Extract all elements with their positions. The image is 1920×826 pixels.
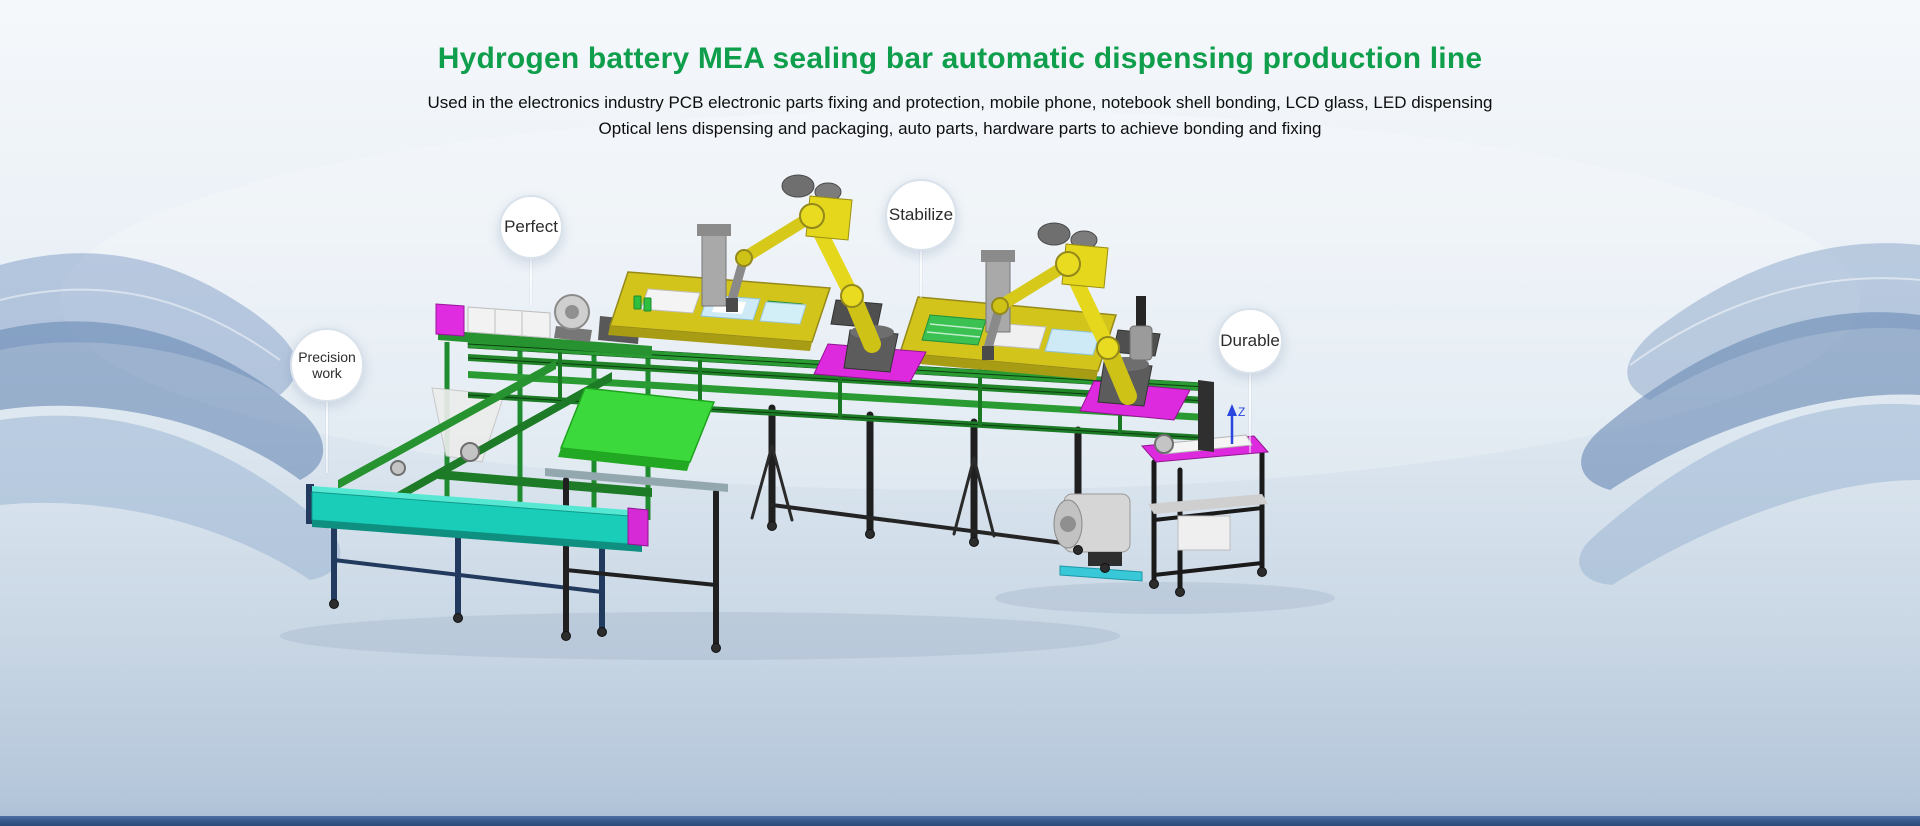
dispense-tool [726, 298, 738, 312]
callout-badge: Stabilize [885, 179, 957, 251]
main-line-legs [750, 404, 1082, 552]
roller [1154, 434, 1174, 454]
roller [460, 442, 480, 462]
roller [390, 460, 406, 476]
line-end [1154, 380, 1214, 454]
callout-line [326, 401, 328, 473]
page-title: Hydrogen battery MEA sealing bar automat… [437, 42, 1483, 75]
dispenser-towers [697, 224, 1015, 333]
subtitle: Used in the electronics industry PCB ele… [0, 90, 1920, 142]
dispense-tool [982, 346, 994, 360]
z-axis-label: Z [1238, 405, 1245, 419]
bottom-accent-bar [0, 816, 1920, 826]
callout-badge: Precision work [290, 328, 364, 402]
ground-shadow [280, 612, 1120, 660]
callout-line [530, 258, 532, 306]
callout-label: Precision work [298, 348, 356, 381]
fixture-tray [640, 288, 701, 314]
belt-end-block [627, 507, 649, 547]
subtitle-line-1: Used in the electronics industry PCB ele… [427, 93, 1493, 112]
work-table-2 [898, 296, 1118, 380]
robot-arm-left [726, 174, 881, 353]
callout-badge: Perfect [499, 195, 563, 259]
header: Hydrogen battery MEA sealing bar automat… [0, 42, 1920, 142]
robot-arm-right [982, 222, 1153, 405]
callout-badge: Durable [1217, 308, 1283, 374]
branch-conveyor [338, 360, 612, 503]
subtitle-line-2: Optical lens dispensing and packaging, a… [598, 119, 1322, 138]
deck-magenta-block [435, 303, 465, 337]
fixture-tray [921, 314, 987, 346]
callout-label: Stabilize [888, 205, 954, 225]
infeed-deck [435, 294, 652, 356]
callout-label: Perfect [504, 217, 558, 237]
callout-line [920, 250, 922, 298]
ground-shadow [995, 582, 1335, 614]
blower-unit [1053, 493, 1143, 582]
infeed-conveyor-legs [331, 513, 605, 633]
callout-line [1249, 373, 1251, 453]
deck-white-panels [467, 306, 551, 339]
green-plate-table [545, 387, 728, 492]
callout-label: Durable [1220, 331, 1280, 351]
fixture-tray [1044, 328, 1101, 356]
outfeed-station-frame [1148, 447, 1268, 593]
teal-belt-conveyor [306, 484, 649, 552]
machine-feet [329, 521, 1267, 653]
